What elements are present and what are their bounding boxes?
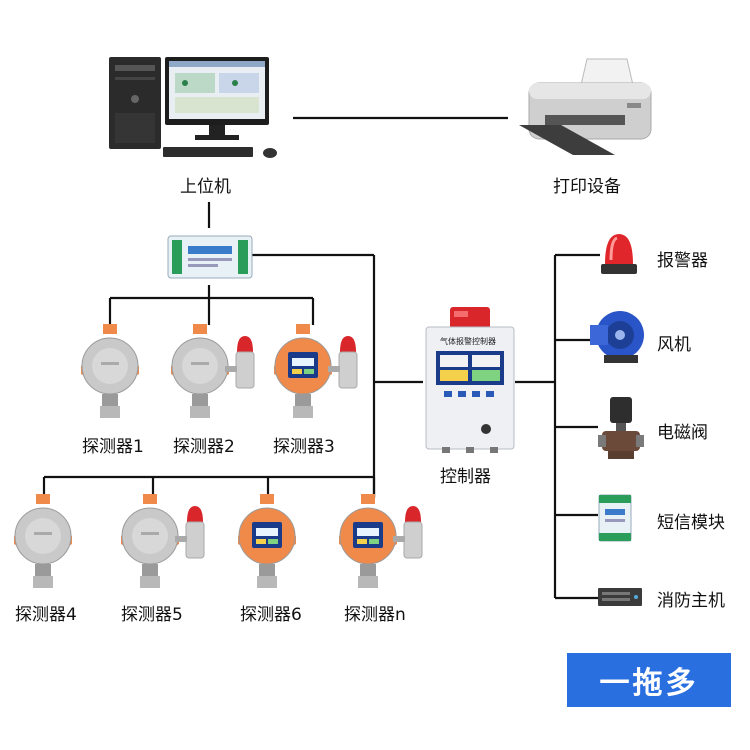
controller-label: 控制器 — [440, 467, 491, 487]
gas-detector-icon — [274, 324, 358, 418]
fire-host-icon — [598, 588, 642, 606]
detector-label-2: 探测器2 — [173, 437, 235, 457]
detector-label-1: 探测器1 — [82, 437, 144, 457]
gas-detector-icon — [238, 494, 296, 588]
detector-label-4: 探测器4 — [15, 605, 77, 625]
host-label: 上位机 — [180, 177, 231, 197]
solenoid-valve-icon — [598, 397, 644, 459]
detector-2 — [165, 322, 265, 426]
controller-panel-title: 气体报警控制器 — [440, 337, 496, 346]
detector-n — [333, 492, 433, 596]
gas-detector-icon — [14, 494, 72, 588]
detector-5 — [115, 492, 215, 596]
output-label-valve: 电磁阀 — [657, 423, 708, 443]
detector-label-n: 探测器n — [344, 605, 406, 625]
output-label-sms: 短信模块 — [657, 513, 725, 533]
detector-label-3: 探测器3 — [273, 437, 335, 457]
gas-detector-icon — [171, 324, 255, 418]
printer-icon — [519, 58, 652, 155]
controller-icon — [425, 307, 515, 453]
gas-detector-icon — [121, 494, 205, 588]
detector-1 — [75, 322, 175, 426]
alarm-light-icon — [601, 234, 637, 274]
host-computer-icon — [109, 57, 277, 158]
output-label-fire-host: 消防主机 — [657, 591, 725, 611]
detector-4 — [8, 492, 108, 596]
gas-detector-icon — [81, 324, 139, 418]
sms-module-icon — [598, 494, 632, 542]
detector-6 — [232, 492, 332, 596]
blower-fan-icon — [590, 311, 644, 363]
gas-detector-icon — [339, 494, 423, 588]
output-label-fan: 风机 — [657, 335, 691, 355]
converter-module-icon — [167, 235, 253, 279]
output-label-alarm: 报警器 — [657, 251, 708, 271]
detector-3 — [268, 322, 368, 426]
detector-label-6: 探测器6 — [240, 605, 302, 625]
detector-label-5: 探测器5 — [121, 605, 183, 625]
printer-label: 打印设备 — [553, 177, 621, 197]
one-to-many-badge: 一拖多 — [567, 653, 731, 707]
